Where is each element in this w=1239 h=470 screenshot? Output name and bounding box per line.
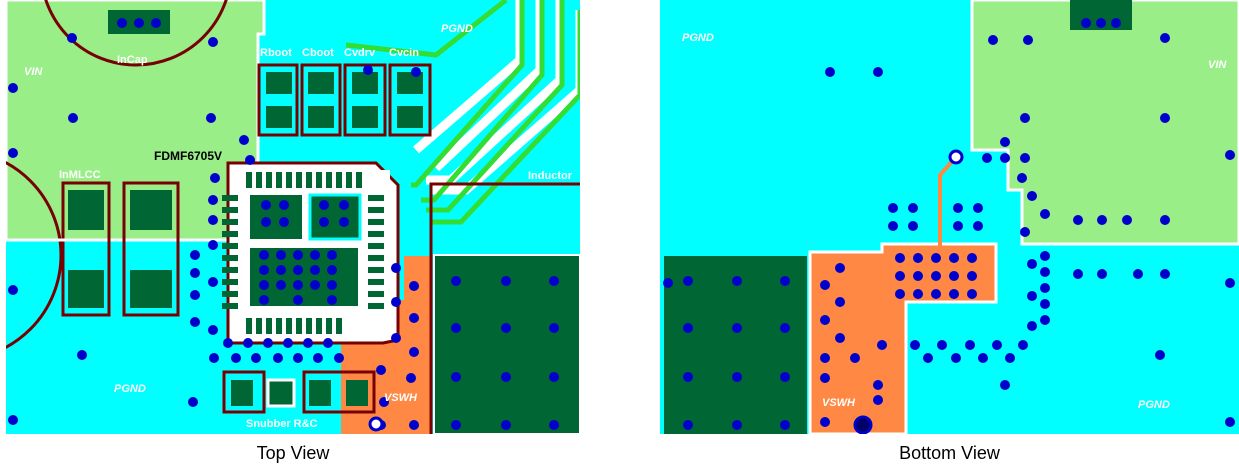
snubber-label: Snubber R&C [246, 418, 318, 430]
cboot-label: Cboot [302, 47, 334, 59]
top-vswh-label: VSWH [384, 392, 418, 404]
inductor-label: Inductor [528, 170, 573, 182]
bottom-vin-plane [970, 0, 1239, 246]
bottom-sense-via [948, 149, 964, 165]
ic-pad-pgnd [308, 193, 362, 241]
bottom-view-layout: PGND VIN VSWH PGND [660, 0, 1239, 434]
top-view-caption: Top View [256, 443, 330, 463]
bottom-view-caption: Bottom View [899, 443, 1000, 463]
sense-via [368, 416, 384, 432]
inmlcc-1-outline [61, 181, 111, 317]
cvdrv-label: Cvdrv [344, 47, 376, 59]
top-vin-label: VIN [24, 66, 43, 78]
bottom-vias [663, 18, 1235, 430]
inmlcc-2-outline [122, 181, 180, 317]
sense-trace [938, 156, 957, 248]
ic-pins [222, 172, 384, 334]
bottom-view-panel: PGND VIN VSWH PGND [660, 0, 1239, 434]
top-pgnd-bottom-label: PGND [114, 383, 146, 395]
vin-plane [6, 0, 266, 242]
bottom-pgnd-label: PGND [682, 32, 714, 44]
inmlcc-1-pad-bottom [68, 270, 104, 308]
snubber-c-outline [302, 370, 376, 414]
bottom-pgnd-bottom-label: PGND [1138, 399, 1170, 411]
incap-label: InCap [117, 54, 148, 66]
top-view-layout: VIN PGND PGND InCap InMLCC FDMF6705V Rbo… [6, 0, 580, 434]
snubber-pad-3 [309, 380, 331, 406]
bottom-vin-label: VIN [1208, 59, 1227, 71]
inductor-outline [429, 182, 580, 434]
inmlcc-2-pad-bottom [130, 270, 172, 308]
incap-outline [44, 0, 228, 67]
bulk-cap-outline [6, 161, 63, 349]
inmlcc-2-pad-top [130, 190, 172, 230]
top-pgnd-label: PGND [441, 23, 473, 35]
vias [8, 33, 559, 430]
bottom-vswh-label: VSWH [822, 397, 856, 409]
ic-pad-vin [250, 195, 302, 239]
top-view-panel: VIN PGND PGND InCap InMLCC FDMF6705V Rbo… [6, 0, 580, 434]
inmlcc-label: InMLCC [59, 169, 101, 181]
inmlcc-1-pad-top [68, 190, 104, 230]
bottom-vswh-plane [808, 242, 998, 434]
bottom-large-via [853, 415, 873, 434]
snubber-pad-1 [231, 380, 253, 406]
passive-components [257, 63, 432, 137]
snubber-pad-2 [266, 378, 296, 408]
signal-traces [345, 0, 580, 225]
rboot-label: Rboot [260, 47, 292, 59]
ic-part-label: FDMF6705V [154, 149, 222, 163]
cvcin-label: Cvcin [389, 47, 419, 59]
snubber-r-outline [222, 370, 266, 414]
snubber-pad-4 [346, 380, 368, 406]
